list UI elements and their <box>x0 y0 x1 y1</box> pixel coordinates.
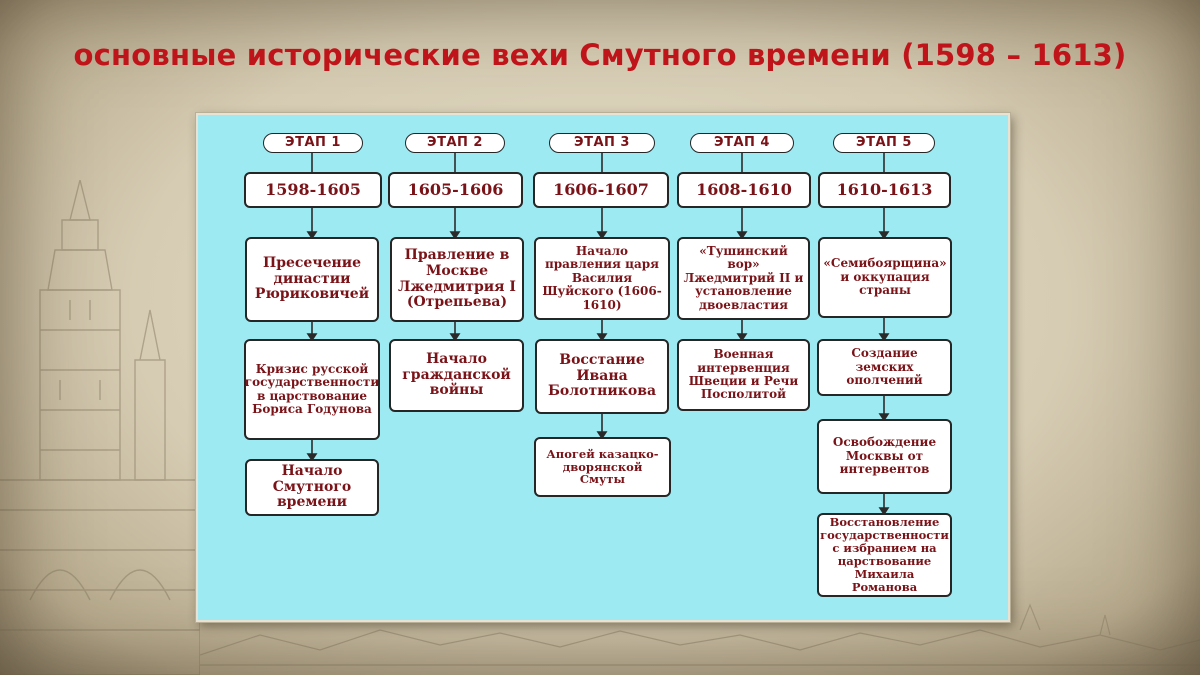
stage-4-event-1: «Тушинский вор» Лжедмитрий II и установл… <box>677 237 810 320</box>
stage-2-event-1: Правление в Москве Лжедмитрия I (Отрепье… <box>390 237 524 322</box>
stage-2-years: 1605-1606 <box>388 172 523 208</box>
stage-2-label: ЭТАП 2 <box>405 133 505 153</box>
stage-3-event-2: Восстание Ивана Болотникова <box>535 339 669 414</box>
stage-1-event-2: Кризис русской государственности в царст… <box>244 339 380 440</box>
city-skyline-sketch <box>200 603 1200 666</box>
stage-3-label: ЭТАП 3 <box>549 133 655 153</box>
stage-3-event-3: Апогей казацко-дворянской Смуты <box>534 437 671 497</box>
stage-5-event-4: Восстановление государственности с избра… <box>817 513 952 597</box>
kremlin-tower-sketch <box>0 180 200 675</box>
stage-4-event-2: Военная интервенция Швеции и Речи Поспол… <box>677 339 810 411</box>
stage-5-years: 1610-1613 <box>818 172 951 208</box>
stage-5-event-1: «Семибоярщина» и оккупация страны <box>818 237 952 318</box>
stage-1-event-1: Пресечение династии Рюриковичей <box>245 237 379 322</box>
page-title: основные исторические вехи Смутного врем… <box>73 38 1127 72</box>
stage-2-event-2: Начало гражданской войны <box>389 339 524 412</box>
stage-3-years: 1606-1607 <box>533 172 669 208</box>
stage-3-event-1: Начало правления царя Василия Шуйского (… <box>534 237 670 320</box>
stage-5-event-2: Создание земских ополчений <box>817 339 952 396</box>
stage-1-years: 1598-1605 <box>244 172 382 208</box>
stage-1-event-3: Начало Смутного времени <box>245 459 379 516</box>
stage-5-event-3: Освобождение Москвы от интервентов <box>817 419 952 494</box>
stage-4-label: ЭТАП 4 <box>690 133 794 153</box>
stage-5-label: ЭТАП 5 <box>833 133 935 153</box>
stage-4-years: 1608-1610 <box>677 172 811 208</box>
stage-1-label: ЭТАП 1 <box>263 133 363 153</box>
